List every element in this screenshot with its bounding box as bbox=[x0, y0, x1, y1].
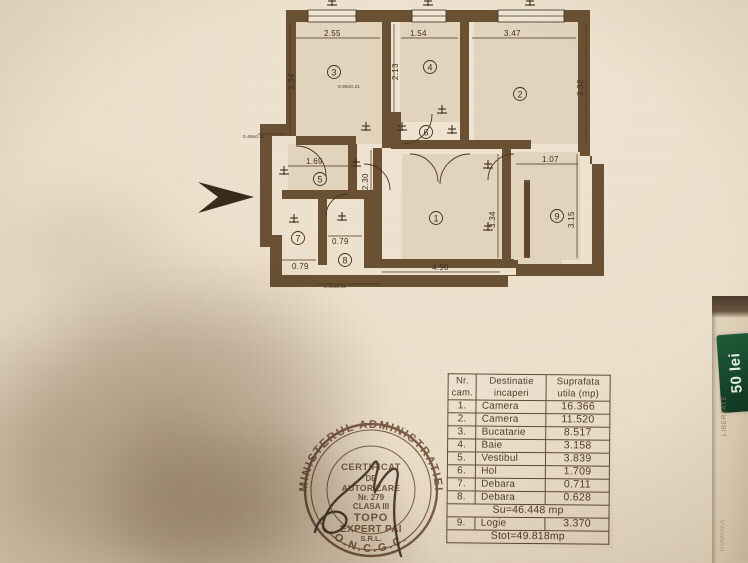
row-destination: Bucatarie bbox=[476, 426, 546, 440]
room-marker-8: 8 bbox=[338, 253, 352, 267]
entrance-direction-arrow bbox=[196, 176, 258, 218]
room-number-8: 8 bbox=[342, 256, 347, 266]
dim-1-07: 1.07 bbox=[542, 155, 559, 164]
dim-3-34-left: 3.34 bbox=[287, 73, 296, 90]
dim-3-15: 3.15 bbox=[567, 211, 576, 228]
dim-1-54: 1.54 bbox=[410, 29, 427, 38]
banknote-50-lei: 50 lei LIBERTATE ROMANIA bbox=[712, 296, 748, 563]
room-number-5: 5 bbox=[317, 175, 322, 185]
dim-2-13: 2.13 bbox=[391, 63, 400, 80]
stamp-line-clasa: CLASA III bbox=[353, 502, 389, 511]
row-number: 1. bbox=[447, 399, 477, 414]
table-header-row: Nr. cam. Destinatie incaperi Suprafata u… bbox=[448, 373, 611, 402]
floor-plan-drawing: .w { fill:#6b5134; } /* wall hatch fill … bbox=[243, 0, 627, 296]
dim-2-30: 2.30 bbox=[361, 173, 370, 190]
row-number: 9. bbox=[446, 516, 476, 531]
room-number-9: 9 bbox=[554, 212, 559, 222]
row-destination: Baie bbox=[475, 439, 546, 453]
banknote-shadow-top bbox=[712, 296, 748, 318]
row-destination: Debara bbox=[475, 478, 546, 492]
dim-4-90: 4.90 bbox=[432, 263, 449, 272]
header-area-line2: utila (mp) bbox=[557, 387, 600, 400]
room-marker-3: 3 bbox=[327, 65, 341, 79]
header-nr: Nr. bbox=[455, 375, 469, 387]
room-number-3: 3 bbox=[331, 68, 336, 78]
room-marker-4: 4 bbox=[423, 60, 437, 74]
room-number-1: 1 bbox=[433, 214, 438, 224]
banknote-edge-shade bbox=[712, 296, 717, 563]
row-destination: Vestibul bbox=[475, 452, 546, 466]
row-number: 6. bbox=[447, 464, 476, 479]
row-number: 5. bbox=[447, 451, 476, 466]
niche-dim-bottom: 0.46x0.18 bbox=[324, 284, 346, 289]
stamp-line-nr: Nr. 279 bbox=[358, 493, 385, 502]
row-number: 4. bbox=[447, 438, 477, 453]
row-area: 11.520 bbox=[545, 414, 610, 428]
row-destination: Camera bbox=[476, 400, 547, 414]
dim-2-55: 2.55 bbox=[324, 29, 341, 38]
loggia-room bbox=[514, 152, 580, 260]
dim-3-32: 3.32 bbox=[576, 79, 585, 96]
stamp-line-topo: TOPO bbox=[354, 512, 388, 524]
banknote-microtext: LIBERTATE bbox=[722, 395, 728, 436]
row-area: 3.370 bbox=[545, 518, 609, 532]
header-nr-cam: Nr. cam. bbox=[448, 373, 477, 401]
row-area: 0.711 bbox=[545, 479, 610, 493]
room-number-2: 2 bbox=[517, 90, 522, 100]
dim-3-34-right: 3.34 bbox=[488, 211, 497, 228]
windows bbox=[307, 9, 565, 23]
room-area-table: Nr. cam. Destinatie incaperi Suprafata u… bbox=[442, 369, 615, 549]
banknote-value-label: 50 lei bbox=[726, 352, 746, 394]
row-destination: Hol bbox=[475, 465, 546, 479]
stamp-line-srl: S.R.L. bbox=[360, 534, 381, 543]
table-total-row: Stot=49.818mp bbox=[446, 529, 609, 545]
header-cam: cam. bbox=[451, 386, 474, 399]
official-authorization-stamp: MINISTERUL ADMINISTRATIEI O.N.C.G.C. CER… bbox=[293, 414, 448, 563]
header-suprafata: Suprafata utila (mp) bbox=[546, 374, 611, 402]
header-destinatie: Destinatie incaperi bbox=[476, 374, 547, 401]
room-number-6: 6 bbox=[423, 128, 428, 138]
row-area: 1.709 bbox=[545, 466, 610, 480]
row-destination: Camera bbox=[476, 413, 547, 427]
room-number-7: 7 bbox=[295, 234, 300, 244]
niche-dim-kitchen: 0.98x0.21 bbox=[338, 84, 360, 89]
dim-1-69: 1.69 bbox=[306, 157, 323, 166]
dim-3-47: 3.47 bbox=[504, 29, 521, 38]
room-marker-7: 7 bbox=[291, 231, 305, 245]
row-area: 3.839 bbox=[545, 453, 610, 467]
outer-walls bbox=[260, 10, 604, 287]
row-area: 8.517 bbox=[545, 427, 610, 441]
room-marker-6: 6 bbox=[419, 125, 433, 139]
row-area: 16.366 bbox=[546, 401, 611, 415]
dim-0-79-left: 0.79 bbox=[292, 262, 309, 271]
row-number: 7. bbox=[447, 477, 476, 492]
row-number: 8. bbox=[447, 490, 476, 505]
row-area: 3.158 bbox=[545, 440, 610, 454]
dim-0-79-right: 0.79 bbox=[332, 237, 349, 246]
room-number-4: 4 bbox=[427, 63, 432, 73]
room-marker-9: 9 bbox=[550, 209, 564, 223]
row-destination: Logie bbox=[475, 517, 546, 531]
row-destination: Debara bbox=[475, 491, 546, 505]
total-area: Stot=49.818mp bbox=[446, 529, 609, 545]
header-dest-line1: Destinatie bbox=[489, 375, 534, 388]
row-number: 3. bbox=[447, 425, 477, 440]
niche-dim-left: 0.48x0.30 bbox=[243, 134, 265, 139]
banknote-microtext-2: ROMANIA bbox=[720, 519, 726, 551]
room-marker-2: 2 bbox=[513, 87, 527, 101]
header-area-line1: Suprafata bbox=[556, 376, 600, 388]
row-number: 2. bbox=[447, 412, 477, 427]
header-dest-line2: incaperi bbox=[493, 387, 529, 399]
row-area: 0.628 bbox=[545, 492, 610, 506]
